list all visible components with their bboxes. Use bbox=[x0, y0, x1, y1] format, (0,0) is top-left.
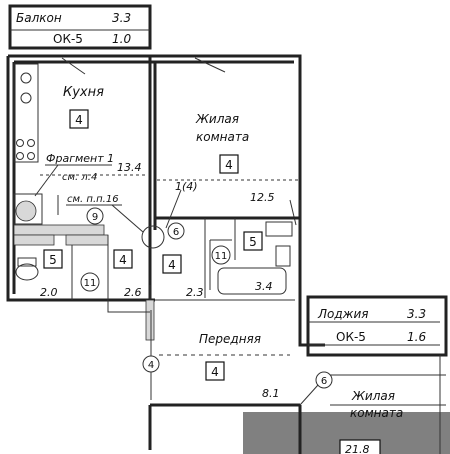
living2-area-box bbox=[339, 439, 381, 454]
balcony-top-area: 3.3 bbox=[112, 11, 131, 25]
loggia-title: Лоджия bbox=[317, 307, 369, 321]
mark-11-right: 11 bbox=[215, 251, 228, 262]
circled-marks: 9 6 1(4) 6 4 11 11 bbox=[80, 180, 333, 406]
living2-area: 21.8 bbox=[345, 443, 370, 454]
mark-9: 9 bbox=[92, 212, 98, 223]
hall-area: 8.1 bbox=[262, 387, 280, 400]
partitions bbox=[13, 216, 300, 341]
wc-fixtures bbox=[15, 257, 39, 281]
small-areas: 2.0 2.6 2.3 3.4 bbox=[40, 280, 273, 299]
fragment-see-item: см. п.п.16 bbox=[67, 194, 119, 205]
kitchen-mark-box bbox=[69, 109, 89, 129]
loggia-area: 3.3 bbox=[407, 307, 426, 321]
living-label-2: комната bbox=[196, 130, 249, 144]
fragment-see-sheet: см. л.4 bbox=[62, 172, 97, 183]
fragment-label: Фрагмент 1 bbox=[46, 152, 114, 165]
guides bbox=[40, 174, 300, 181]
living2-label-2: комната bbox=[350, 406, 403, 420]
room-labels: Кухня 4 13.4 Жилая комната 4 12.5 Передн… bbox=[63, 85, 403, 454]
loggia-tag: ОК-5 bbox=[336, 330, 366, 344]
balcony-top: Балкон 3.3 ОК-5 1.0 bbox=[8, 4, 152, 50]
living2-label-1: Жилая bbox=[351, 389, 395, 403]
mark-6-bottom: 6 bbox=[321, 376, 327, 387]
hall-label: Передняя bbox=[199, 332, 261, 346]
outer-walls bbox=[6, 54, 325, 450]
hall-mark: 4 bbox=[211, 365, 219, 379]
area-bath: 3.4 bbox=[255, 280, 273, 293]
balcony-top-coef: 1.0 bbox=[112, 32, 131, 46]
mark-5-right: 5 bbox=[249, 235, 257, 249]
mark-4-circle: 4 bbox=[148, 360, 154, 371]
mark-5-left: 5 bbox=[49, 253, 57, 267]
mark-1-4: 1(4) bbox=[175, 180, 198, 193]
living-mark: 4 bbox=[225, 158, 233, 172]
area-wc: 2.0 bbox=[40, 286, 58, 299]
mark-4-corridor: 4 bbox=[119, 253, 127, 267]
fragment-note: Фрагмент 1 см. л.4 см. п.п.16 bbox=[45, 152, 144, 233]
kitchen-label: Кухня bbox=[63, 85, 104, 100]
kitchen-mark: 4 bbox=[75, 113, 83, 127]
kitchen-fixtures bbox=[13, 63, 59, 225]
balcony-top-title: Балкон bbox=[16, 11, 62, 25]
kitchen-area: 13.4 bbox=[117, 161, 142, 174]
living-area: 12.5 bbox=[250, 191, 275, 204]
mark-6-top: 6 bbox=[173, 227, 179, 238]
hall-mark-box bbox=[205, 361, 225, 381]
area-closet: 2.3 bbox=[186, 286, 204, 299]
living-mark-box bbox=[219, 154, 239, 174]
loggia: Лоджия 3.3 ОК-5 1.6 bbox=[243, 295, 450, 454]
mark-11-left: 11 bbox=[84, 278, 97, 289]
boxed-marks: 5 4 4 5 bbox=[43, 231, 263, 274]
loggia-coef: 1.6 bbox=[407, 330, 426, 344]
area-corridor: 2.6 bbox=[124, 286, 142, 299]
balcony-top-tag: ОК-5 bbox=[53, 32, 83, 46]
living-label-1: Жилая bbox=[195, 112, 239, 126]
mark-4-closet: 4 bbox=[168, 258, 176, 272]
